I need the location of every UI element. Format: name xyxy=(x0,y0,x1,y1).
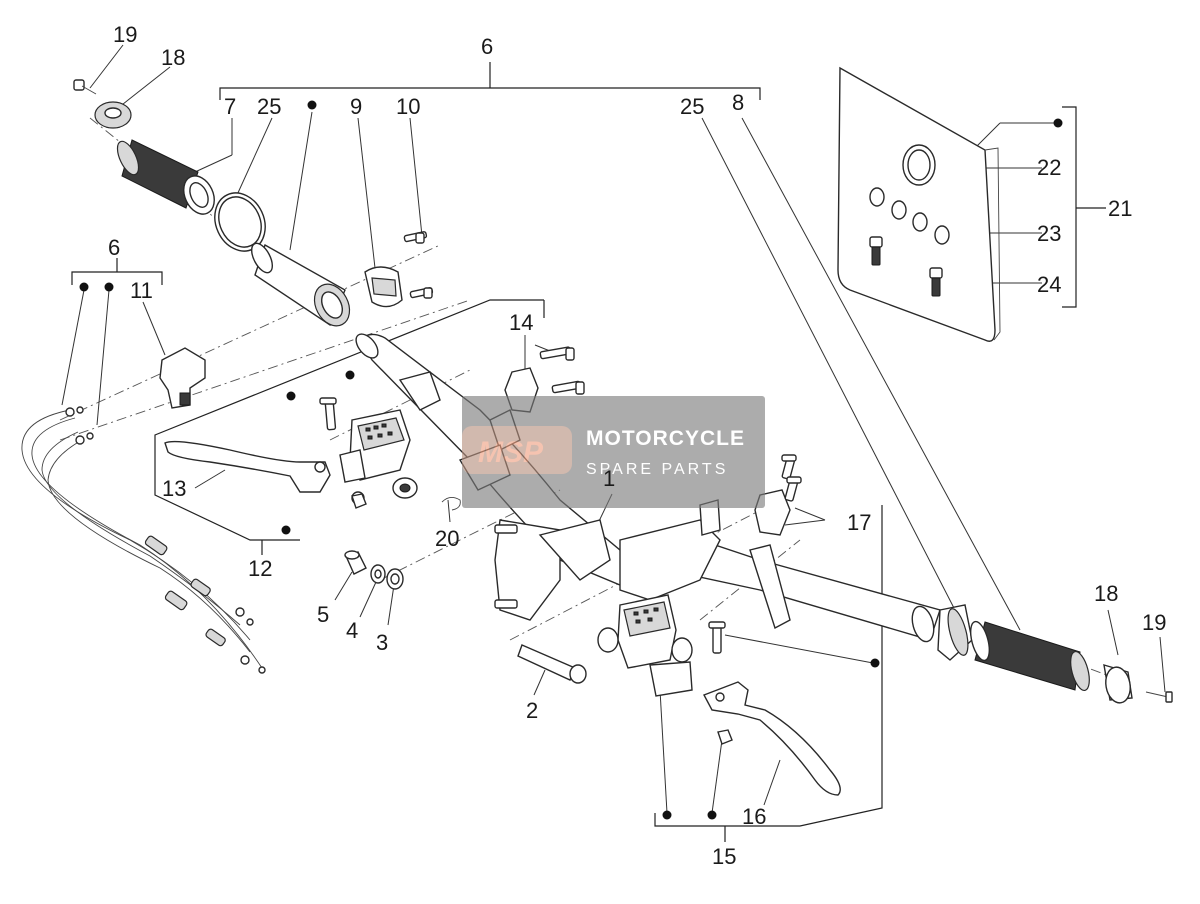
part-9-throttle-housing xyxy=(364,266,403,308)
callout-11: 11 xyxy=(130,278,153,303)
leader-lines xyxy=(61,44,1166,814)
callout-16: 16 xyxy=(742,804,766,829)
callout-7: 7 xyxy=(224,94,236,119)
callout-23: 23 xyxy=(1037,221,1061,246)
part-left-master-cylinder xyxy=(319,397,418,505)
part-18-bar-end-right xyxy=(1103,664,1133,704)
part-7-left-grip xyxy=(116,139,215,215)
callout-20: 20 xyxy=(435,526,459,551)
callout-1: 1 xyxy=(603,466,615,491)
callout-18-top: 18 xyxy=(161,45,185,70)
bracket-12 xyxy=(154,299,545,555)
bracket-15 xyxy=(654,505,883,842)
callout-8: 8 xyxy=(732,90,744,115)
part-throttle-tube xyxy=(250,242,351,327)
callout-6-left: 6 xyxy=(108,235,120,260)
callout-10: 10 xyxy=(396,94,420,119)
part-nut-left xyxy=(351,493,367,509)
part-cables xyxy=(21,406,266,674)
part-3-washer xyxy=(386,568,404,590)
part-25-ring-right xyxy=(937,604,973,661)
callout-labels: 19 18 6 7 25 9 10 25 8 22 21 23 24 6 11 … xyxy=(108,22,1166,869)
bullet-dots xyxy=(79,100,1063,820)
part-2-pin xyxy=(517,644,587,684)
part-20-clip xyxy=(441,497,461,511)
callout-9: 9 xyxy=(350,94,362,119)
part-5-spacer xyxy=(344,550,367,575)
callout-14: 14 xyxy=(509,310,533,335)
callout-24: 24 xyxy=(1037,272,1061,297)
part-13-left-lever xyxy=(164,440,331,493)
part-nut-right xyxy=(717,729,733,745)
watermark-title: MOTORCYCLE xyxy=(586,427,745,450)
watermark-subtitle: SPARE PARTS xyxy=(586,461,728,478)
callout-19-right: 19 xyxy=(1142,610,1166,635)
bracket-6-left xyxy=(71,258,163,285)
callout-6-top: 6 xyxy=(481,34,493,59)
part-21-kit-card xyxy=(837,66,1001,342)
bracket-21 xyxy=(1062,106,1106,308)
part-18-bar-end-left xyxy=(94,101,132,129)
part-right-master-cylinder xyxy=(597,594,726,697)
part-19-screw-right xyxy=(1145,691,1173,703)
watermark: MSP MOTORCYCLE SPARE PARTS xyxy=(462,396,765,508)
callout-19-top: 19 xyxy=(113,22,137,47)
callout-5: 5 xyxy=(317,602,329,627)
part-11-clamp xyxy=(159,347,206,409)
part-8-right-grip xyxy=(969,620,1090,692)
part-10-screws xyxy=(403,231,434,299)
callout-2: 2 xyxy=(526,698,538,723)
callout-22: 22 xyxy=(1037,155,1061,180)
callout-25-right: 25 xyxy=(680,94,704,119)
part-4-washer xyxy=(370,564,386,584)
callout-15: 15 xyxy=(712,844,736,869)
part-16-right-lever xyxy=(703,681,841,796)
callout-21: 21 xyxy=(1108,196,1132,221)
callout-12: 12 xyxy=(248,556,272,581)
callout-13: 13 xyxy=(162,476,186,501)
part-19-screw-left xyxy=(73,79,97,95)
part-25-ring-left xyxy=(214,192,266,252)
watermark-logo: MSP xyxy=(478,436,544,469)
callout-18-right: 18 xyxy=(1094,581,1118,606)
bracket-6-top xyxy=(219,62,761,100)
callout-3: 3 xyxy=(376,630,388,655)
callout-25-left: 25 xyxy=(257,94,281,119)
callout-4: 4 xyxy=(346,618,358,643)
callout-17: 17 xyxy=(847,510,871,535)
